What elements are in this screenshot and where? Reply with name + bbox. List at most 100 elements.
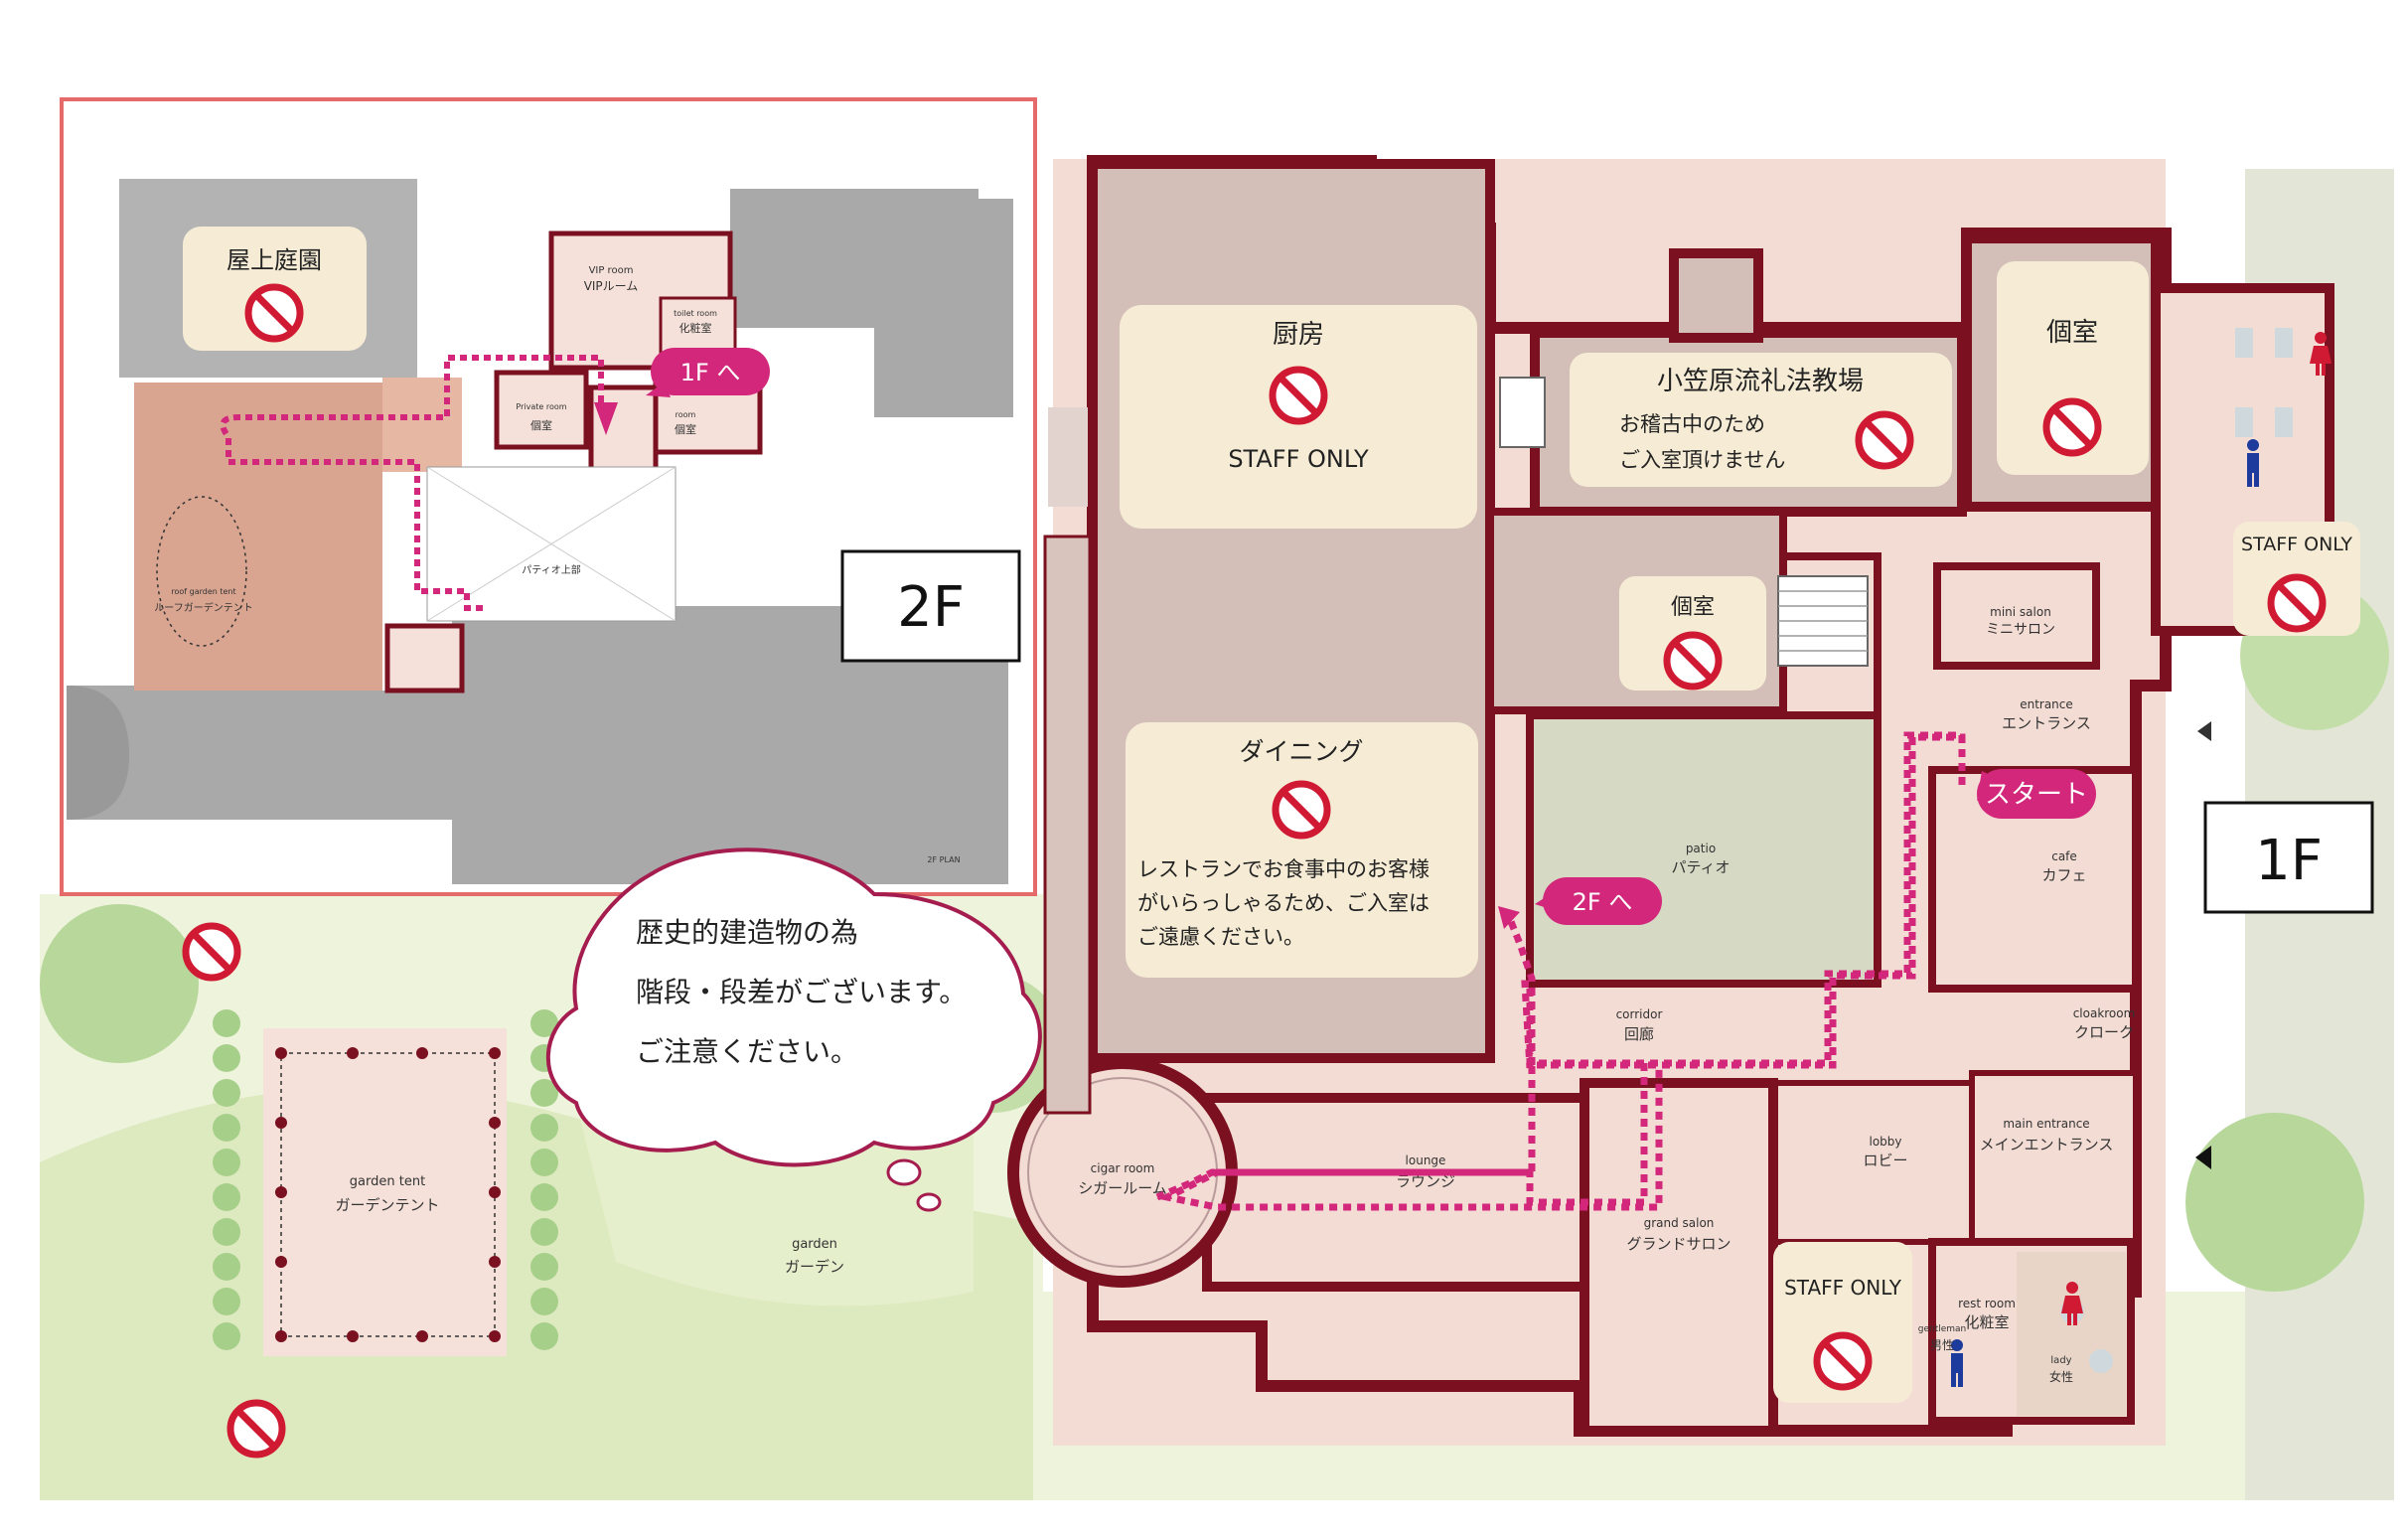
to-2f-marker: 2F へ (1535, 877, 1662, 925)
private-room-a-card: 個室 (1997, 261, 2149, 475)
gentleman-en: gentleman (1918, 1324, 1967, 1334)
arrow-left-icon (2197, 721, 2211, 741)
grand-salon-jp: グランドサロン (1626, 1235, 1731, 1253)
rest-room-en: rest room (1958, 1297, 2016, 1310)
garden-en: garden (792, 1237, 837, 1252)
lady-jp: 女性 (2049, 1369, 2073, 1384)
start-marker: スタート (1977, 769, 2096, 819)
vip-room-en: VIP room (589, 265, 634, 276)
lounge-jp: ラウンジ (1396, 1172, 1455, 1190)
entrance-jp: エントランス (2002, 714, 2091, 732)
no-entry-icon (1667, 635, 1719, 687)
lobby-en: lobby (1869, 1135, 1901, 1149)
first-floor-labels: mini salon ミニサロン entrance エントランス cafe カフ… (1078, 605, 2135, 1384)
notice-line-2: 階段・段差がございます。 (636, 976, 967, 1008)
notice-line-3: ご注意ください。 (636, 1035, 858, 1068)
cafe-en: cafe (2051, 849, 2077, 863)
dining-line-1: レストランでお食事中のお客様 (1137, 857, 1430, 881)
no-entry-icon (1859, 414, 1910, 466)
arrow-left-icon (2195, 1146, 2211, 1169)
toilet-jp: 化粧室 (679, 321, 712, 335)
arrow-up-icon (1498, 906, 1520, 929)
dining-line-2: がいらっしゃるため、ご入室は (1137, 891, 1430, 915)
plan-note: 2F PLAN (927, 855, 960, 864)
dining-card: ダイニング レストランでお食事中のお客様 がいらっしゃるため、ご入室は ご遠慮く… (1126, 722, 1478, 978)
toilet-en: toilet room (674, 309, 717, 318)
male-toilet-icon (2247, 439, 2259, 487)
staff-only-a-text: STAFF ONLY (2241, 534, 2352, 555)
female-toilet-icon (2061, 1282, 2083, 1325)
no-entry-icon (1817, 1335, 1869, 1387)
garden-tent-en: garden tent (350, 1174, 425, 1189)
lady-en: lady (2050, 1355, 2071, 1366)
grand-salon-en: grand salon (1644, 1216, 1715, 1230)
patio-en: patio (1686, 842, 1716, 855)
lounge-en: lounge (1406, 1153, 1446, 1167)
notice-bubble: 歴史的建造物の為 階段・段差がございます。 ご注意ください。 (545, 847, 1042, 1212)
private-room-a-title: 個室 (2046, 318, 2098, 348)
route-path-2f (220, 355, 604, 611)
no-entry-icon (1273, 370, 1324, 421)
rest-room-jp: 化粧室 (1964, 1313, 2009, 1331)
no-entry-icon (2046, 401, 2098, 453)
private-2f-en: Private room (516, 402, 566, 411)
rooftop-garden-title: 屋上庭園 (226, 246, 322, 274)
roof-garden-jp: ルーフガーデンテント (154, 601, 252, 614)
main-entrance-jp: メインエントランス (1980, 1136, 2114, 1153)
cigar-room-jp: シガールーム (1078, 1179, 1167, 1197)
no-entry-icon (1276, 784, 1327, 836)
private2-2f-jp: 個室 (675, 422, 696, 436)
garden-jp: ガーデン (785, 1258, 844, 1276)
route-path-1f-main (1156, 733, 1966, 1211)
ogasawara-note-1: お稽古中のため (1619, 412, 1765, 436)
mini-salon-jp: ミニサロン (1986, 622, 2055, 638)
no-entry-icon (2271, 577, 2323, 629)
route-path-to-2f (1506, 917, 1536, 1065)
ogasawara-title: 小笠原流礼法教場 (1657, 367, 1864, 396)
entrance-en: entrance (2020, 697, 2073, 711)
ogasawara-card: 小笠原流礼法教場 お稽古中のため ご入室頂けません (1570, 353, 1952, 487)
floor-label-1f-text: 1F (2255, 829, 2323, 893)
private2-2f-en: room (676, 410, 696, 419)
vip-room-jp: VIPルーム (584, 279, 639, 293)
lobby-jp: ロビー (1863, 1152, 1907, 1169)
gentleman-jp: 男性 (1930, 1338, 1954, 1352)
staff-only-a-card: STAFF ONLY (2233, 522, 2360, 636)
garden-tent-jp: ガーデンテント (335, 1196, 439, 1214)
notice-line-1: 歴史的建造物の為 (636, 916, 858, 949)
patio-jp: パティオ (1671, 858, 1730, 876)
private-room-b-title: 個室 (1671, 595, 1715, 620)
start-label: スタート (1985, 780, 2088, 810)
cloakroom-jp: クローク (2074, 1023, 2134, 1041)
cloakroom-en: cloakroom (2073, 1006, 2136, 1020)
roof-garden-en: roof garden tent (171, 587, 235, 596)
garden-tent: garden tent ガーデンテント (213, 1009, 558, 1356)
corridor-jp: 回廊 (1624, 1025, 1654, 1043)
private-room-b-card: 個室 (1619, 576, 1766, 691)
main-entrance-en: main entrance (2003, 1117, 2089, 1131)
kitchen-title: 厨房 (1273, 320, 1324, 350)
dining-line-3: ご遠慮ください。 (1137, 925, 1304, 949)
floor-label-1f: 1F (2203, 801, 2374, 914)
dining-title: ダイニング (1239, 737, 1363, 766)
no-entry-icon (248, 287, 300, 339)
female-toilet-icon (2310, 332, 2332, 376)
to-2f-label: 2F へ (1573, 888, 1633, 916)
patio-upper: パティオ上部 (522, 563, 580, 576)
staff-only-b-card: STAFF ONLY (1773, 1242, 1912, 1403)
second-floor-inset: 屋上庭園 VIP room VIPルーム toilet room 化粧室 Pri… (60, 97, 1037, 896)
male-toilet-icon (1951, 1339, 1963, 1387)
kitchen-staff-only: STAFF ONLY (1228, 445, 1369, 473)
mini-salon-en: mini salon (1990, 605, 2051, 619)
to-1f-label: 1F へ (680, 359, 741, 386)
kitchen-card: 厨房 STAFF ONLY (1120, 305, 1477, 529)
floor-label-2f-text: 2F (897, 575, 965, 640)
private-2f-jp: 個室 (530, 418, 552, 432)
cigar-room-en: cigar room (1091, 1161, 1155, 1175)
no-entry-icon (186, 926, 237, 978)
no-entry-icon (230, 1403, 282, 1455)
corridor-en: corridor (1616, 1007, 1663, 1021)
staff-only-b-text: STAFF ONLY (1784, 1276, 1902, 1300)
ogasawara-note-2: ご入室頂けません (1619, 448, 1785, 472)
